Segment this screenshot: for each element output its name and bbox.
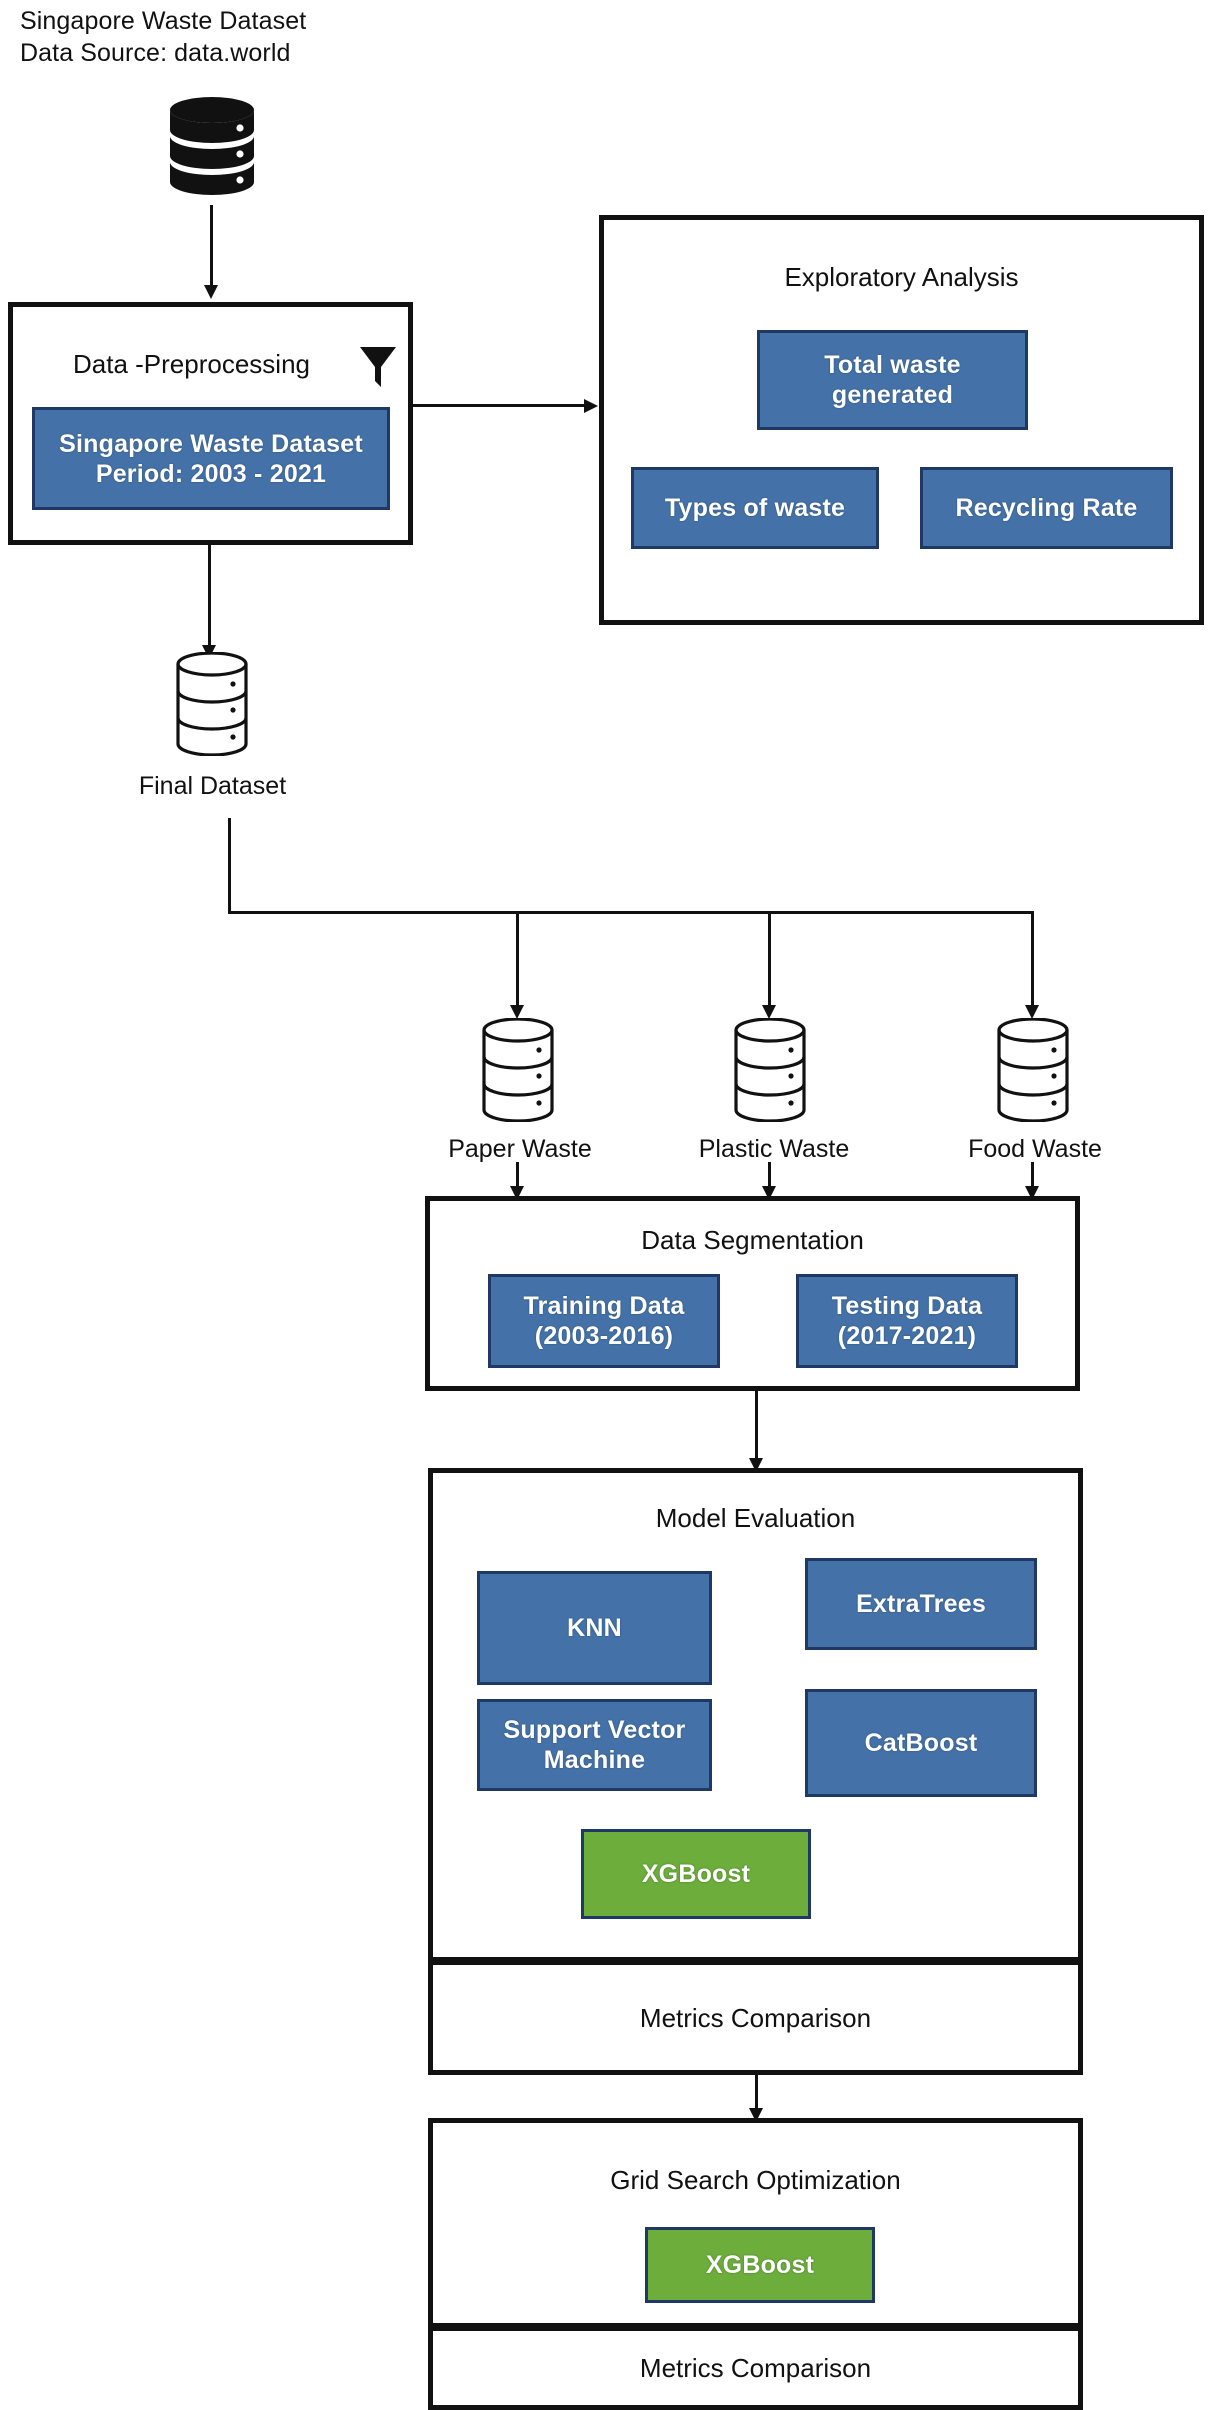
- cylinder-database-icon: [172, 652, 252, 756]
- database-icon: [152, 92, 272, 202]
- model-svm-node[interactable]: Support Vector Machine: [477, 1699, 712, 1791]
- model-catboost-label: CatBoost: [864, 1729, 978, 1757]
- training-data-node[interactable]: Training Data (2003-2016): [488, 1274, 720, 1368]
- data-preprocessing-panel: Data -Preprocessing Singapore Waste Data…: [8, 302, 413, 545]
- connector-final-down: [228, 818, 231, 913]
- metrics-comparison-title-1: Metrics Comparison: [639, 2003, 872, 2033]
- model-extratrees-node[interactable]: ExtraTrees: [805, 1558, 1037, 1650]
- connector-source-to-preprocessing: [210, 205, 213, 287]
- connector-preprocessing-to-exploratory: [413, 404, 586, 407]
- model-catboost-node[interactable]: CatBoost: [805, 1689, 1037, 1797]
- connector-final-bus: [228, 911, 1034, 914]
- arrowhead-bus-to-plastic: [762, 1005, 776, 1019]
- training-data-line2: (2003-2016): [534, 1322, 674, 1350]
- testing-data-line2: (2017-2021): [837, 1322, 977, 1350]
- dataset-source-line2: Data Source: data.world: [20, 39, 291, 67]
- model-knn-label: KNN: [567, 1614, 622, 1642]
- grid-search-panel: Grid Search Optimization XGBoost: [428, 2118, 1083, 2328]
- final-dataset-label: Final Dataset: [138, 772, 287, 800]
- grid-search-title: Grid Search Optimization: [610, 2165, 901, 2195]
- recycling-rate-label: Recycling Rate: [955, 494, 1138, 522]
- recycling-rate-node[interactable]: Recycling Rate: [920, 467, 1173, 549]
- data-preprocessing-title: Data -Preprocessing: [73, 349, 310, 379]
- metrics-comparison-panel-2: Metrics Comparison: [428, 2326, 1083, 2410]
- paper-waste-cylinder-icon: [478, 1018, 558, 1122]
- training-data-line1: Training Data: [523, 1292, 685, 1320]
- food-waste-cylinder-icon: [993, 1018, 1073, 1122]
- connector-plastic-to-segmentation: [768, 1162, 771, 1194]
- exploratory-analysis-title: Exploratory Analysis: [784, 262, 1019, 292]
- data-segmentation-panel: Data Segmentation Training Data (2003-20…: [425, 1196, 1080, 1391]
- grid-search-xgboost-node[interactable]: XGBoost: [645, 2227, 875, 2303]
- model-xgboost-node[interactable]: XGBoost: [581, 1829, 811, 1919]
- singapore-waste-dataset-line2: Period: 2003 - 2021: [95, 459, 327, 488]
- testing-data-node[interactable]: Testing Data (2017-2021): [796, 1274, 1018, 1368]
- grid-search-xgboost-label: XGBoost: [705, 2251, 815, 2279]
- connector-bus-to-paper: [516, 911, 519, 1011]
- data-segmentation-title: Data Segmentation: [641, 1225, 864, 1255]
- arrowhead-source-to-preprocessing: [204, 285, 218, 299]
- connector-preprocessing-to-final: [208, 545, 211, 647]
- total-waste-generated-line1: Total waste: [824, 351, 961, 379]
- funnel-filter-icon: [358, 343, 398, 389]
- model-knn-node[interactable]: KNN: [477, 1571, 712, 1685]
- metrics-comparison-panel-1: Metrics Comparison: [428, 1960, 1083, 2075]
- types-of-waste-label: Types of waste: [664, 494, 846, 522]
- plastic-waste-cylinder-icon: [730, 1018, 810, 1122]
- connector-bus-to-plastic: [768, 911, 771, 1011]
- connector-paper-to-segmentation: [516, 1162, 519, 1194]
- connector-bus-to-food: [1031, 911, 1034, 1011]
- food-waste-label: Food Waste: [968, 1135, 1102, 1163]
- singapore-waste-dataset-node[interactable]: Singapore Waste Dataset Period: 2003 - 2…: [32, 407, 390, 510]
- model-extratrees-label: ExtraTrees: [856, 1590, 986, 1618]
- metrics-comparison-title-2: Metrics Comparison: [639, 2353, 872, 2383]
- singapore-waste-dataset-line1: Singapore Waste Dataset: [59, 429, 363, 458]
- total-waste-generated-node[interactable]: Total waste generated: [757, 330, 1028, 430]
- paper-waste-label: Paper Waste: [448, 1135, 592, 1163]
- connector-food-to-segmentation: [1031, 1162, 1034, 1194]
- arrowhead-bus-to-food: [1025, 1005, 1039, 1019]
- model-evaluation-title: Model Evaluation: [655, 1503, 856, 1533]
- plastic-waste-label: Plastic Waste: [698, 1135, 850, 1163]
- types-of-waste-node[interactable]: Types of waste: [631, 467, 879, 549]
- testing-data-line1: Testing Data: [831, 1292, 983, 1320]
- arrowhead-preprocessing-to-exploratory: [584, 399, 598, 413]
- connector-segmentation-to-evaluation: [755, 1391, 758, 1467]
- model-xgboost-label: XGBoost: [641, 1860, 751, 1888]
- connector-metrics-to-gridsearch: [755, 2075, 758, 2121]
- exploratory-analysis-panel: Exploratory Analysis Total waste generat…: [599, 215, 1204, 625]
- model-svm-line1: Support Vector: [503, 1716, 686, 1744]
- model-svm-line2: Machine: [543, 1746, 646, 1774]
- model-evaluation-panel: Model Evaluation KNN ExtraTrees Support …: [428, 1468, 1083, 1962]
- arrowhead-bus-to-paper: [510, 1005, 524, 1019]
- total-waste-generated-line2: generated: [831, 381, 954, 409]
- dataset-title-line1: Singapore Waste Dataset: [20, 7, 307, 35]
